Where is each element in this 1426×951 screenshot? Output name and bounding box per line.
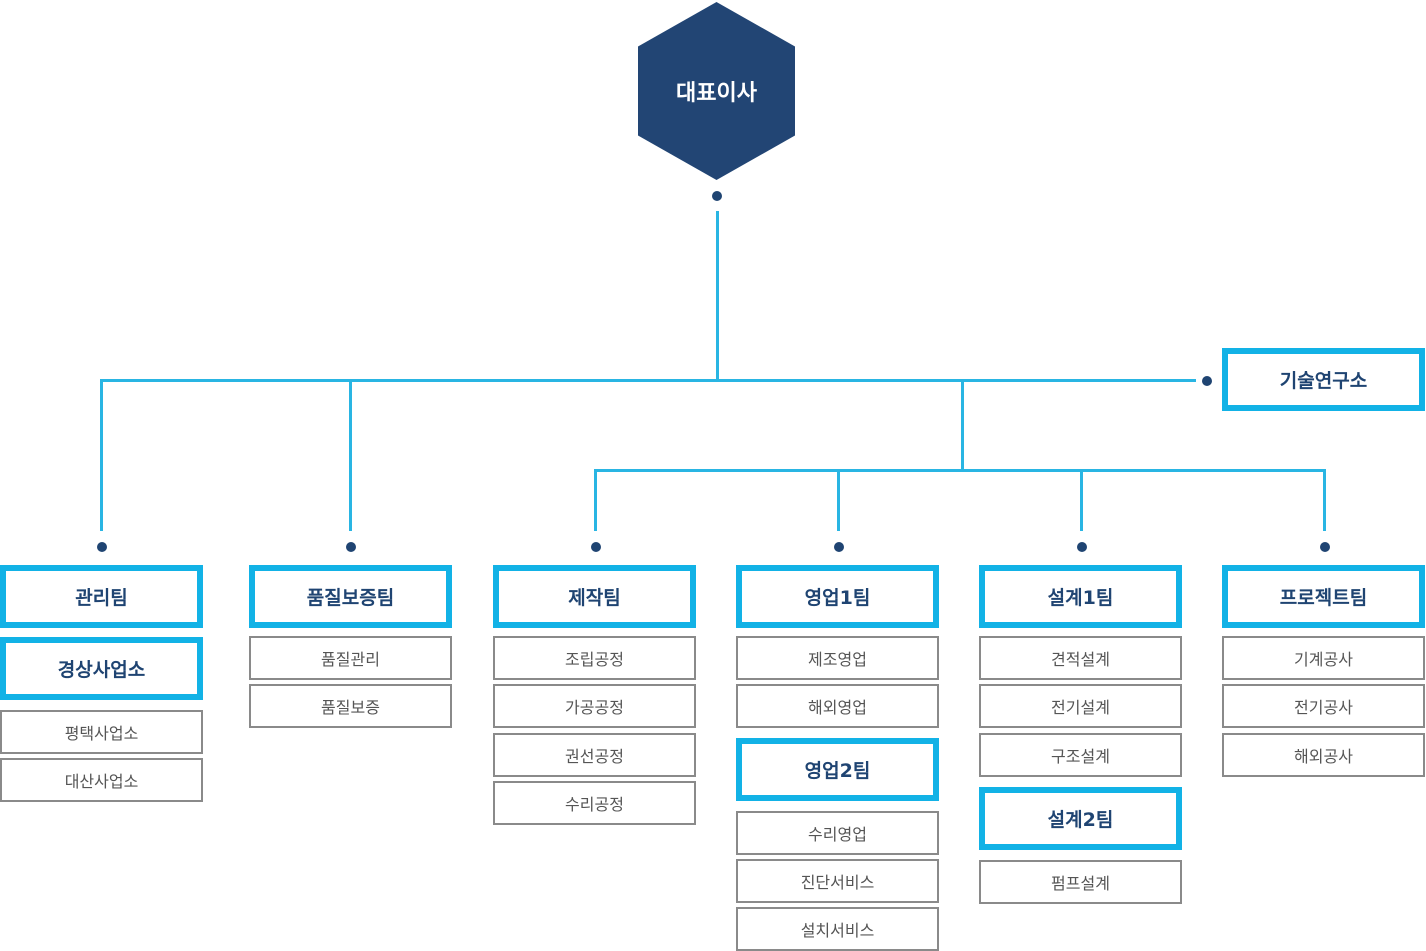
connector-line (837, 469, 840, 531)
connector-line (594, 469, 1326, 472)
sub-unit: 권선공정 (493, 733, 696, 777)
sub-unit: 전기설계 (979, 684, 1182, 728)
team-management: 관리팀 (0, 565, 203, 628)
sub-unit: 설치서비스 (736, 907, 939, 951)
team-gyeongsang-office: 경상사업소 (0, 637, 203, 700)
connector-dot (1320, 542, 1330, 552)
sub-unit: 견적설계 (979, 636, 1182, 680)
team-project: 프로젝트팀 (1222, 565, 1425, 628)
sub-unit: 품질보증 (249, 684, 452, 728)
connector-dot (97, 542, 107, 552)
sub-unit: 평택사업소 (0, 710, 203, 754)
team-label: 제작팀 (568, 587, 621, 609)
connector-line (100, 379, 103, 531)
sub-unit: 조립공정 (493, 636, 696, 680)
connector-line (716, 211, 719, 381)
sub-unit: 해외공사 (1222, 733, 1425, 777)
team-design-2: 설계2팀 (979, 787, 1182, 850)
sub-unit: 기계공사 (1222, 636, 1425, 680)
team-label: 품질보증팀 (306, 587, 395, 609)
connector-dot (1202, 376, 1212, 386)
team-label: 관리팀 (75, 587, 128, 609)
team-label: 영업1팀 (804, 587, 871, 609)
team-design-1: 설계1팀 (979, 565, 1182, 628)
sub-unit: 해외영업 (736, 684, 939, 728)
connector-dot (712, 191, 722, 201)
connector-line (100, 379, 1196, 382)
team-label: 설계1팀 (1047, 587, 1114, 609)
sub-unit: 품질관리 (249, 636, 452, 680)
sub-unit: 제조영업 (736, 636, 939, 680)
connector-dot (346, 542, 356, 552)
sub-unit: 전기공사 (1222, 684, 1425, 728)
team-sales-1: 영업1팀 (736, 565, 939, 628)
sub-unit: 구조설계 (979, 733, 1182, 777)
connector-line (1080, 469, 1083, 531)
connector-line (594, 469, 597, 531)
connector-line (1323, 469, 1326, 531)
team-label: 영업2팀 (804, 760, 871, 782)
sub-unit: 가공공정 (493, 684, 696, 728)
connector-line (961, 379, 964, 471)
sub-unit: 수리영업 (736, 811, 939, 855)
ceo-node: 대표이사 (638, 2, 795, 180)
team-label: 경상사업소 (57, 659, 146, 681)
ceo-label: 대표이사 (676, 81, 757, 106)
connector-dot (834, 542, 844, 552)
team-label: 설계2팀 (1047, 809, 1114, 831)
team-research: 기술연구소 (1222, 348, 1425, 411)
team-sales-2: 영업2팀 (736, 738, 939, 801)
sub-unit: 펌프설계 (979, 860, 1182, 904)
team-quality-assurance: 품질보증팀 (249, 565, 452, 628)
team-label: 기술연구소 (1279, 370, 1368, 392)
team-manufacturing: 제작팀 (493, 565, 696, 628)
connector-dot (591, 542, 601, 552)
connector-line (349, 379, 352, 531)
sub-unit: 수리공정 (493, 781, 696, 825)
sub-unit: 진단서비스 (736, 859, 939, 903)
team-label: 프로젝트팀 (1279, 587, 1368, 609)
sub-unit: 대산사업소 (0, 758, 203, 802)
connector-dot (1077, 542, 1087, 552)
